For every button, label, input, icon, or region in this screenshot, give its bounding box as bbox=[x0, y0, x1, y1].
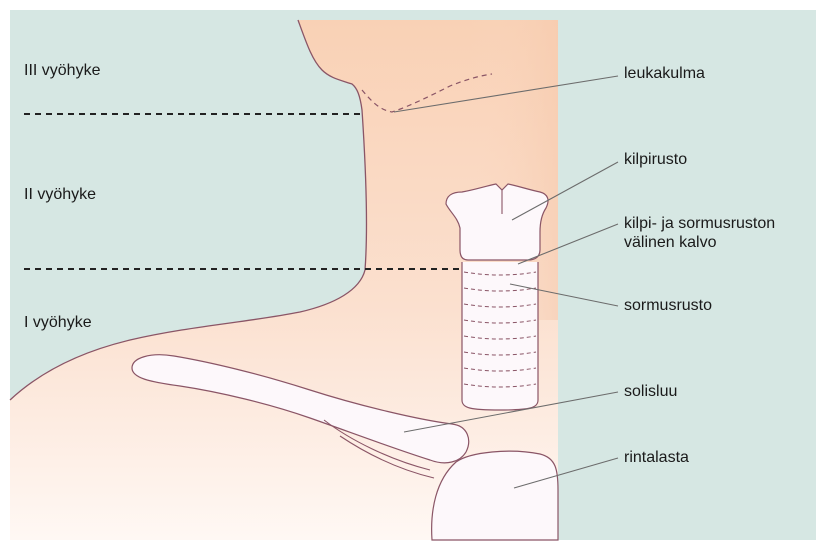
label-membrane-line2: välinen kalvo bbox=[624, 233, 826, 252]
thyroid-cartilage bbox=[446, 184, 548, 260]
label-cricothyroid-membrane: kilpi- ja sormusruston välinen kalvo bbox=[624, 214, 826, 252]
label-clavicle: solisluu bbox=[624, 382, 677, 401]
label-sternum: rintalasta bbox=[624, 448, 689, 467]
label-membrane-line1: kilpi- ja sormusruston bbox=[624, 214, 826, 233]
zone-3-label: III vyöhyke bbox=[24, 61, 100, 80]
frame-top-margin bbox=[0, 0, 826, 10]
label-cricoid: sormusrusto bbox=[624, 296, 712, 315]
label-thyroid-cartilage: kilpirusto bbox=[624, 150, 687, 169]
trachea bbox=[462, 262, 538, 410]
zone-2-label: II vyöhyke bbox=[24, 185, 96, 204]
zone-1-label: I vyöhyke bbox=[24, 313, 92, 332]
label-jaw-angle: leukakulma bbox=[624, 64, 705, 83]
